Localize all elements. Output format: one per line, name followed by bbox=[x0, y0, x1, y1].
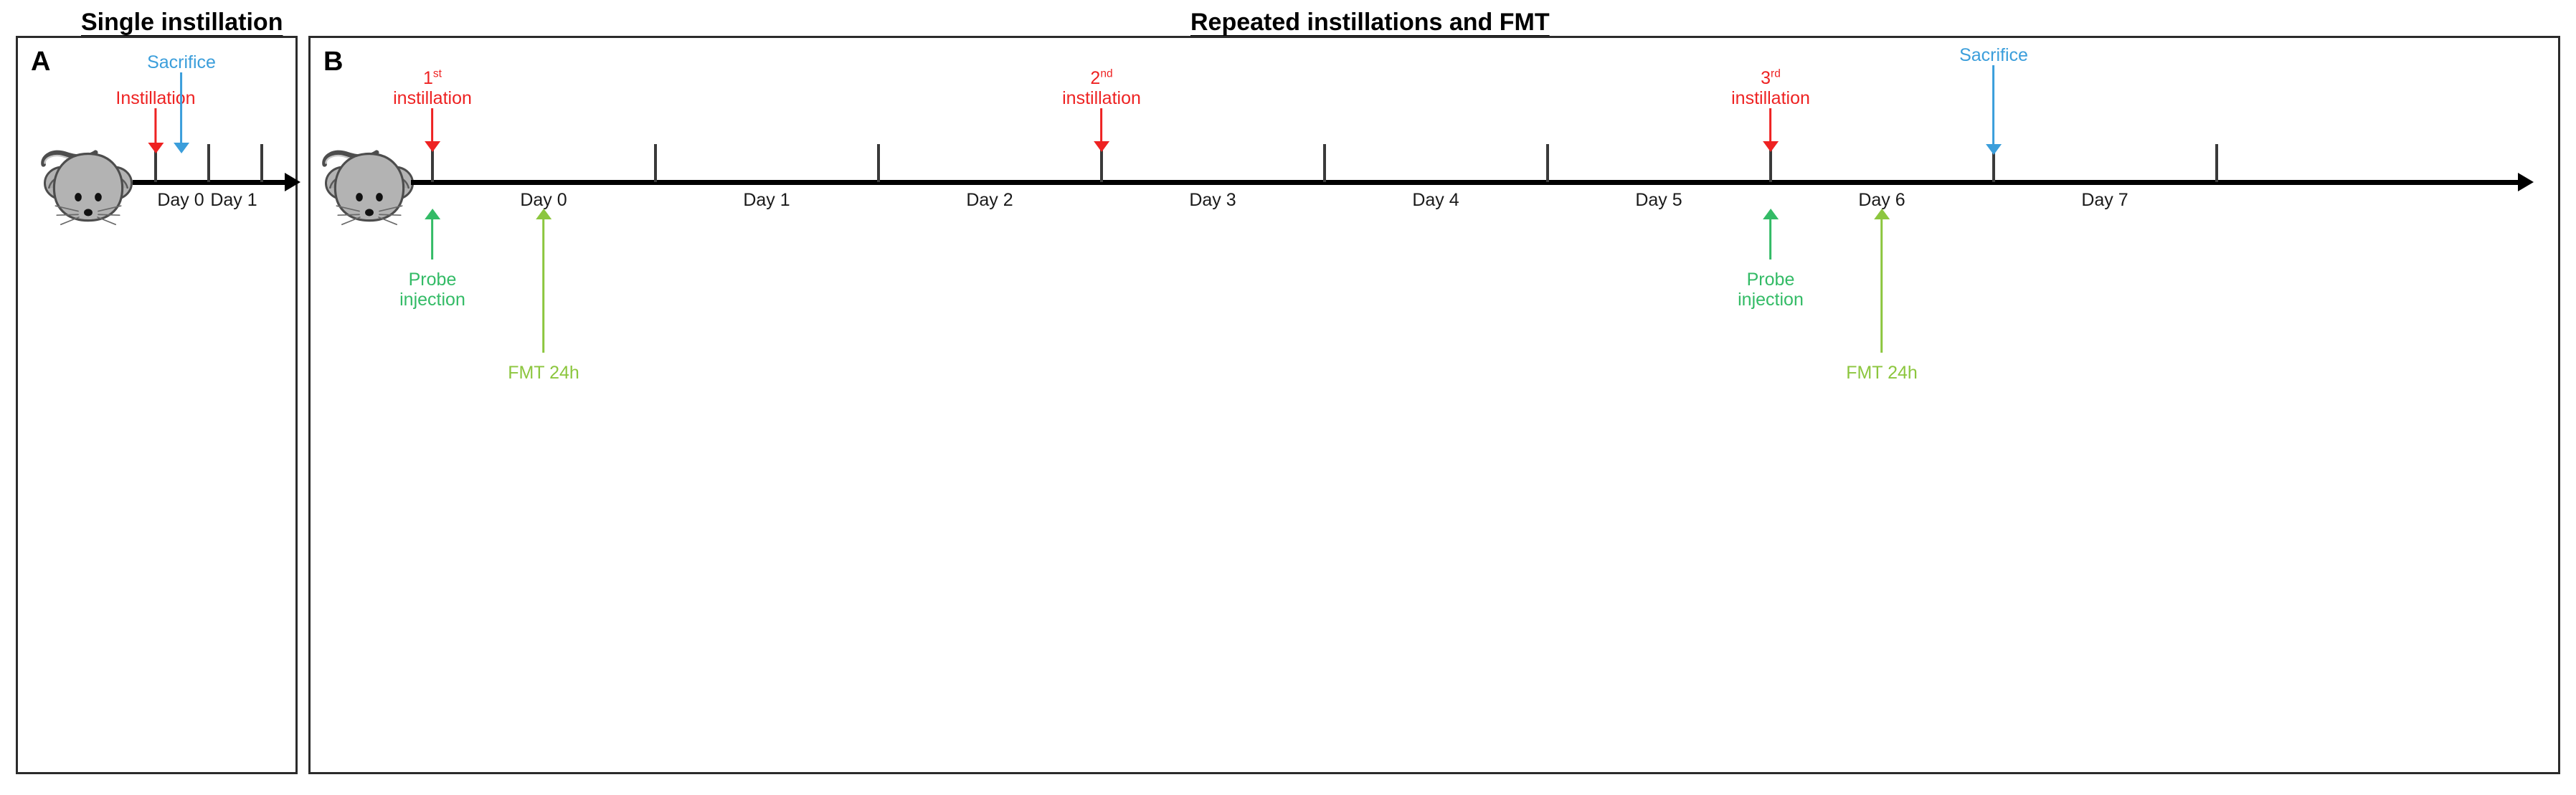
panel-b-tick-2 bbox=[654, 144, 657, 182]
panel-a: A bbox=[16, 36, 300, 774]
panel-a-title: Single instillation bbox=[81, 9, 283, 36]
sacrifice-arrow-head bbox=[174, 143, 189, 153]
probe-injection-arrow-shaft bbox=[1769, 219, 1772, 260]
panel-b-axis-arrowhead bbox=[2518, 173, 2534, 191]
first-instillation-label: 1st instillation bbox=[393, 68, 472, 108]
panel-b-tick-3 bbox=[877, 144, 880, 182]
second-instillation-word: instillation bbox=[1062, 88, 1141, 108]
first-instillation-arrow-shaft bbox=[431, 108, 434, 141]
instillation-arrow-shaft bbox=[154, 108, 157, 143]
panel-b-second-instillation-event: 2nd instillation bbox=[1062, 68, 1141, 152]
panel-b-day-label-6: Day 6 bbox=[1858, 190, 1905, 210]
probe-injection-arrow-head bbox=[1762, 209, 1779, 219]
fmt-24h-label: FMT 24h bbox=[1846, 363, 1918, 383]
second-instillation-suffix: nd bbox=[1100, 67, 1113, 80]
panel-b-tick-8 bbox=[1992, 144, 1995, 182]
panel-b-tick-6 bbox=[1546, 144, 1549, 182]
panel-b-third-instillation-event: 3rd instillation bbox=[1731, 68, 1810, 152]
probe-injection-label: Probe injection bbox=[399, 270, 465, 310]
panel-b-tick-7 bbox=[1769, 144, 1772, 182]
third-instillation-word: instillation bbox=[1731, 88, 1810, 108]
probe-injection-line1: Probe bbox=[1746, 270, 1795, 290]
instillation-arrow-head bbox=[147, 143, 164, 153]
fmt-24h-arrow-shaft bbox=[1880, 219, 1883, 353]
panel-a-letter: A bbox=[31, 47, 51, 77]
panel-b-tick-9 bbox=[2215, 144, 2218, 182]
first-instillation-suffix: st bbox=[432, 67, 442, 80]
mouse-icon bbox=[38, 130, 138, 227]
third-instillation-label: 3rd instillation bbox=[1731, 68, 1810, 108]
panel-a-axis-arrowhead bbox=[285, 173, 300, 191]
probe-injection-line2: injection bbox=[399, 290, 465, 310]
probe-injection-arrow-shaft bbox=[431, 219, 434, 260]
second-instillation-arrow-head bbox=[1094, 141, 1109, 152]
panel-a-day-label-0: Day 0 bbox=[157, 190, 204, 210]
third-instillation-arrow-head bbox=[1763, 141, 1779, 152]
first-instillation-arrow-head bbox=[425, 141, 440, 152]
probe-injection-line2: injection bbox=[1738, 290, 1804, 310]
panel-a-tick-1 bbox=[154, 144, 157, 182]
fmt-24h-label: FMT 24h bbox=[508, 363, 579, 383]
panel-b-sacrifice-event: Sacrifice bbox=[1959, 45, 2028, 155]
fmt-24h-arrow-shaft bbox=[542, 219, 545, 353]
panel-b-day-label-0: Day 0 bbox=[520, 190, 567, 210]
panel-b-day-label-2: Day 2 bbox=[966, 190, 1013, 210]
sacrifice-label: Sacrifice bbox=[1959, 45, 2028, 65]
panel-b-tick-1 bbox=[431, 144, 434, 182]
panel-b: B bbox=[308, 36, 2560, 774]
panel-b-probe-injection-event-1: Probe injection bbox=[399, 209, 465, 310]
fmt-24h-arrow-head bbox=[1873, 209, 1890, 219]
probe-injection-line1: Probe bbox=[408, 270, 457, 290]
panel-b-tick-5 bbox=[1323, 144, 1326, 182]
panel-b-first-instillation-event: 1st instillation bbox=[393, 68, 472, 152]
panel-b-fmt-24h-event-2: FMT 24h bbox=[1846, 209, 1918, 383]
panel-b-day-label-1: Day 1 bbox=[743, 190, 790, 210]
panel-b-tick-4 bbox=[1100, 144, 1103, 182]
sacrifice-arrow-head bbox=[1986, 144, 2002, 155]
third-instillation-ordinal: 3 bbox=[1761, 68, 1771, 88]
second-instillation-label: 2nd instillation bbox=[1062, 68, 1141, 108]
panel-b-day-label-3: Day 3 bbox=[1189, 190, 1236, 210]
panel-b-day-label-5: Day 5 bbox=[1635, 190, 1682, 210]
panel-b-fmt-24h-event-1: FMT 24h bbox=[508, 209, 579, 383]
panel-a-axis-line bbox=[133, 180, 286, 185]
sacrifice-arrow-shaft bbox=[1992, 65, 1995, 144]
panel-a-day-label-1: Day 1 bbox=[210, 190, 257, 210]
sacrifice-arrow-shaft bbox=[180, 72, 183, 143]
second-instillation-ordinal: 2 bbox=[1090, 68, 1101, 88]
third-instillation-suffix: rd bbox=[1771, 67, 1781, 80]
panel-a-sacrifice-event: Sacrifice bbox=[147, 52, 216, 153]
fmt-24h-arrow-head bbox=[535, 209, 551, 219]
panel-b-axis-line bbox=[411, 180, 2519, 185]
panel-a-tick-2 bbox=[207, 144, 210, 182]
panel-b-probe-injection-event-2: Probe injection bbox=[1738, 209, 1804, 310]
second-instillation-arrow-shaft bbox=[1100, 108, 1103, 141]
first-instillation-word: instillation bbox=[393, 88, 472, 108]
panel-a-tick-3 bbox=[260, 144, 263, 182]
probe-injection-label: Probe injection bbox=[1738, 270, 1804, 310]
third-instillation-arrow-shaft bbox=[1769, 108, 1772, 141]
panel-b-day-label-7: Day 7 bbox=[2081, 190, 2128, 210]
panel-b-title: Repeated instillations and FMT bbox=[1190, 9, 1550, 36]
probe-injection-arrow-head bbox=[424, 209, 440, 219]
first-instillation-ordinal: 1 bbox=[423, 68, 433, 88]
mouse-icon bbox=[319, 130, 420, 227]
sacrifice-label: Sacrifice bbox=[147, 52, 216, 72]
panel-b-day-label-4: Day 4 bbox=[1412, 190, 1459, 210]
panel-b-letter: B bbox=[323, 47, 344, 77]
